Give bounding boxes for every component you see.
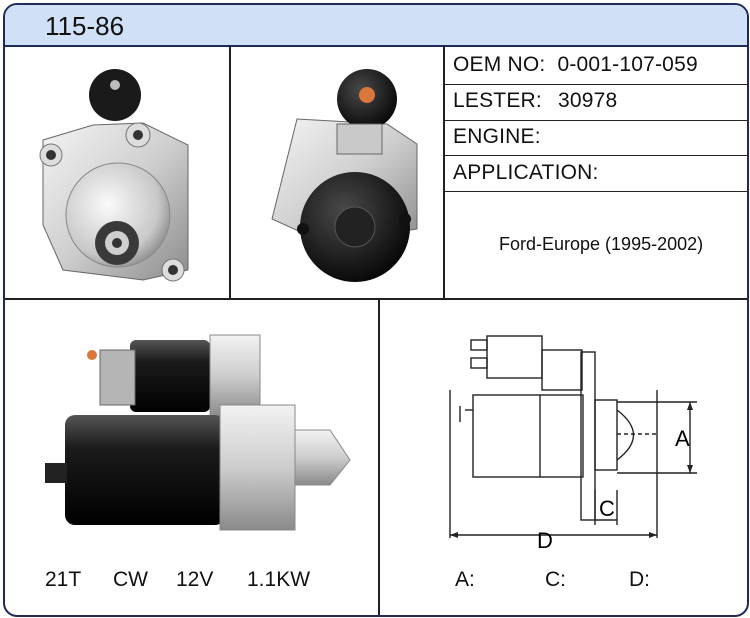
spec-row-line-1 [443,84,747,85]
dim-d-label: D: [629,568,650,591]
spec-oem: OEM NO: 0-001-107-059 [453,53,698,77]
spec-engine: ENGINE: [453,125,541,149]
dimension-drawing: A C D [449,335,697,553]
divider-v1 [229,45,231,298]
spec-row-line-3 [443,155,747,156]
label-a: A [675,426,690,451]
spec-row-line-4 [443,191,747,192]
spec-lester-value: 30978 [557,89,618,112]
spec-application: APPLICATION: [453,161,599,185]
starter-front-photo [39,69,189,282]
spec-engine-label: ENGINE: [453,125,541,148]
spec-lester: LESTER: 30978 [453,89,617,113]
spec-row-line-2 [443,120,747,121]
spec-card: 115-86 OEM NO: 0-001-107-059 LESTER: 309… [3,3,749,617]
spec-rotation: CW [113,568,148,591]
spec-oem-label: OEM NO: [453,53,546,76]
spec-lester-label: LESTER: [453,89,542,112]
label-c: C [599,496,615,521]
application-value: Ford-Europe (1995-2002) [499,234,704,254]
label-d: D [537,528,553,553]
spec-voltage: 12V [176,568,214,591]
spec-teeth: 21T [45,568,82,591]
spec-application-label: APPLICATION: [453,161,599,184]
spec-oem-value: 0-001-107-059 [557,53,698,76]
starter-side-photo [45,334,351,531]
card-header: 115-86 [5,5,747,47]
spec-power: 1.1KW [247,568,311,591]
starter-rear-photo [271,69,418,282]
part-number: 115-86 [45,11,125,41]
dim-a-label: A: [455,568,475,591]
divider-middle [5,298,747,300]
divider-v3 [378,300,380,615]
divider-v2 [443,45,445,298]
dim-c-label: C: [545,568,566,591]
